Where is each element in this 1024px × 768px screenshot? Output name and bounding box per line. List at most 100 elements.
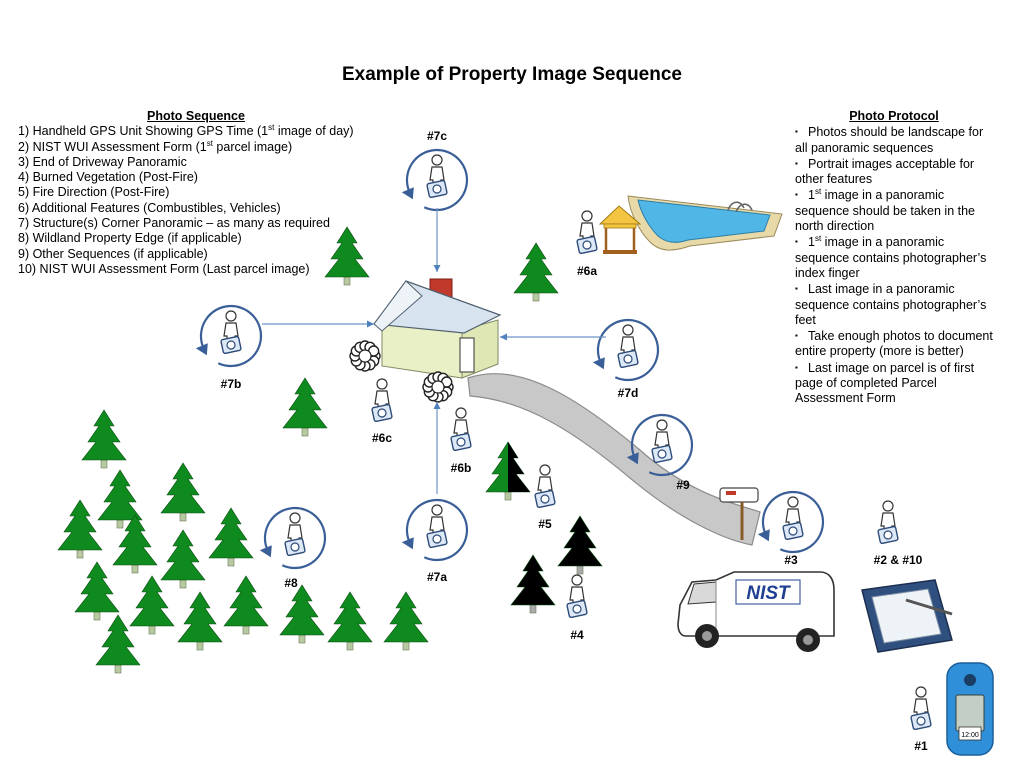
bullet-icon: ▪ bbox=[795, 190, 798, 200]
rotation-arrow-icon bbox=[592, 357, 605, 370]
shrub bbox=[422, 371, 454, 403]
rotation-arrow-icon bbox=[195, 343, 208, 356]
photo-sequence-item-pre: 5) Fire Direction (Post-Fire) bbox=[18, 185, 170, 200]
panorama-ring bbox=[401, 148, 468, 212]
station-label-6b: #6b bbox=[451, 461, 472, 475]
tree bbox=[327, 591, 373, 651]
diagram-title: Example of Property Image Sequence bbox=[341, 64, 682, 85]
photo-sequence-item: 8) Wildland Property Edge (if applicable… bbox=[18, 231, 378, 246]
mailbox bbox=[719, 487, 759, 540]
photo-protocol-list: ▪Photos should be landscape for all pano… bbox=[795, 124, 993, 406]
panorama-ring bbox=[259, 506, 326, 570]
photo-protocol-item: ▪Last image on parcel is of first page o… bbox=[795, 360, 993, 407]
photographer-icon bbox=[617, 324, 639, 369]
photo-sequence-item: 7) Structure(s) Corner Panoramic – as ma… bbox=[18, 216, 378, 231]
tree bbox=[223, 575, 269, 635]
photo-protocol-item: ▪1st image in a panoramic sequence conta… bbox=[795, 234, 993, 281]
photo-sequence-item: 1) Handheld GPS Unit Showing GPS Time (1… bbox=[18, 124, 378, 139]
photographer-icon bbox=[877, 500, 899, 545]
photo-protocol-item-pre: 1 bbox=[808, 235, 815, 250]
station-label-5: #5 bbox=[538, 517, 552, 531]
photo-protocol-item: ▪Last image in a panoramic sequence cont… bbox=[795, 281, 993, 328]
photo-sequence-item: 10) NIST WUI Assessment Form (Last parce… bbox=[18, 262, 378, 277]
photo-sequence-item-sup: st bbox=[268, 123, 275, 133]
photo-protocol-item-pre: Last image in a panoramic sequence conta… bbox=[795, 282, 987, 327]
half-burned-tree bbox=[485, 441, 531, 501]
photo-protocol-item: ▪Take enough photos to document entire p… bbox=[795, 328, 993, 360]
station-label-2-10: #2 & #10 bbox=[874, 553, 923, 567]
photo-sequence-item-pre: 7) Structure(s) Corner Panoramic – as ma… bbox=[18, 216, 330, 231]
photographer-icon bbox=[450, 407, 472, 452]
tree bbox=[160, 462, 206, 522]
tree bbox=[208, 507, 254, 567]
photo-sequence-item-pre: 3) End of Driveway Panoramic bbox=[18, 154, 187, 169]
photo-sequence-item: 9) Other Sequences (if applicable) bbox=[18, 247, 378, 262]
photo-protocol-item-sup: st bbox=[814, 187, 822, 197]
station-label-9: #9 bbox=[676, 478, 690, 492]
shrubs bbox=[349, 340, 454, 403]
photo-protocol-item-pre: Last image on parcel is of first page of… bbox=[795, 360, 975, 406]
photo-sequence-item-pre: 1) Handheld GPS Unit Showing GPS Time (1 bbox=[18, 124, 269, 139]
photo-sequence-item: 6) Additional Features (Combustibles, Ve… bbox=[18, 201, 378, 216]
photo-protocol-panel: Photo Protocol ▪Photos should be landsca… bbox=[795, 109, 993, 407]
photographer-icon bbox=[426, 154, 448, 199]
bullet-icon: ▪ bbox=[795, 362, 798, 372]
photographers bbox=[220, 154, 932, 731]
photo-sequence-list: 1) Handheld GPS Unit Showing GPS Time (1… bbox=[18, 124, 378, 277]
photo-protocol-item-sup: st bbox=[814, 234, 822, 244]
pool-water bbox=[637, 199, 771, 243]
driveway bbox=[467, 373, 761, 546]
tree bbox=[97, 469, 143, 529]
photo-protocol-item: ▪ 1st image in a panoramic sequence shoul… bbox=[795, 187, 993, 234]
tree bbox=[129, 575, 175, 635]
burned-tree bbox=[557, 515, 603, 575]
house-door bbox=[459, 337, 475, 373]
station-label-7a: #7a bbox=[427, 570, 447, 584]
tree bbox=[282, 377, 328, 437]
tree bbox=[324, 226, 370, 286]
panorama-ring bbox=[626, 413, 693, 477]
station-label-7c: #7c bbox=[427, 129, 447, 143]
photo-sequence-item: 3) End of Driveway Panoramic bbox=[18, 155, 378, 170]
van-logo: NIST bbox=[746, 583, 791, 604]
photo-protocol-item: ▪Photos should be landscape for all pano… bbox=[795, 124, 993, 156]
photo-sequence-item: 5) Fire Direction (Post-Fire) bbox=[18, 185, 378, 200]
photo-sequence-item-pre: 6) Additional Features (Combustibles, Ve… bbox=[18, 200, 281, 215]
pool-ladder bbox=[727, 201, 753, 213]
photographer-icon bbox=[566, 574, 588, 619]
tree bbox=[279, 584, 325, 644]
house-roof-gable bbox=[373, 280, 423, 332]
photo-sequence-item-sup: st bbox=[206, 138, 213, 148]
photo-protocol-item-pre: 1 bbox=[808, 188, 815, 203]
station-label-6c: #6c bbox=[372, 431, 392, 445]
tablet bbox=[861, 579, 953, 653]
tree bbox=[160, 529, 206, 589]
photo-sequence-item-pre: 4) Burned Vegetation (Post-Fire) bbox=[18, 170, 198, 185]
bullet-icon: ▪ bbox=[795, 158, 798, 168]
photo-sequence-item-pre: 9) Other Sequences (if applicable) bbox=[18, 246, 208, 261]
photo-protocol-item-post: image in a panoramic sequence should be … bbox=[795, 188, 975, 234]
station-label-1: #1 bbox=[914, 739, 928, 753]
photographer-icon bbox=[651, 419, 673, 464]
bullet-icon: ▪ bbox=[795, 127, 798, 137]
rotation-arrow-icon bbox=[401, 187, 414, 200]
rotation-arrow-icon bbox=[401, 537, 414, 550]
bullet-icon: ▪ bbox=[795, 331, 798, 341]
photo-protocol-item-pre: Photos should be landscape for all panor… bbox=[795, 125, 984, 155]
photo-protocol-item-post: image in a panoramic sequence contains p… bbox=[795, 235, 987, 280]
photo-sequence-item-pre: 8) Wildland Property Edge (if applicable… bbox=[18, 231, 242, 246]
photographer-icon bbox=[782, 496, 804, 541]
station-label-8: #8 bbox=[284, 576, 298, 590]
station-label-7b: #7b bbox=[221, 377, 242, 391]
rotation-arrow-icon bbox=[757, 529, 770, 542]
tree bbox=[513, 242, 559, 302]
tree bbox=[112, 514, 158, 574]
rotation-arrow-icon bbox=[259, 545, 272, 558]
burned-tree bbox=[510, 554, 556, 614]
van: NIST bbox=[677, 571, 835, 652]
photographer-icon bbox=[534, 464, 556, 509]
photographer-icon bbox=[220, 310, 242, 355]
photo-protocol-item: ▪Portrait images acceptable for other fe… bbox=[795, 156, 993, 188]
photo-sequence-item: 4) Burned Vegetation (Post-Fire) bbox=[18, 170, 378, 185]
